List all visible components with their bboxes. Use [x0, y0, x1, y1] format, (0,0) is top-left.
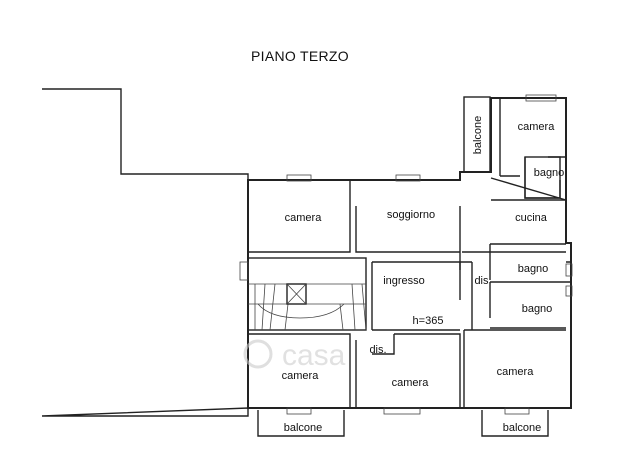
window-top-1: [286, 174, 312, 182]
window-bottom-3: [504, 407, 530, 415]
bagno-lower-label: bagno: [522, 303, 553, 315]
outer-outline: [41, 88, 249, 417]
window-bottom-1: [286, 407, 312, 415]
elevator-box: [286, 283, 307, 305]
balcone-bottom-left-label: balcone: [284, 422, 323, 434]
elevator-cross-icon: [286, 283, 307, 305]
bagni-right-walls: [489, 243, 571, 329]
window-bagno-mid: [565, 263, 573, 277]
staircase-steps: [248, 283, 367, 331]
camera-bottom-right-label: camera: [497, 366, 535, 378]
window-bottom-2: [383, 407, 421, 415]
bagno-top-label: bagno: [534, 167, 565, 179]
mid-row-walls: [248, 180, 566, 270]
dis-upper-label: dis.: [474, 275, 491, 287]
top-right-walls: [490, 98, 567, 201]
window-top-3: [525, 94, 557, 102]
ingresso-label: ingresso: [383, 275, 425, 287]
balcone-bottom-left-frame: [257, 410, 345, 437]
bagno-top-frame: [524, 156, 561, 199]
plan-title: PIANO TERZO: [251, 48, 349, 64]
window-stair: [239, 261, 249, 281]
bagno-mid-label: bagno: [518, 263, 549, 275]
height-note: h=365: [413, 315, 444, 327]
balcone-right-frame: [463, 96, 491, 173]
balcone-bottom-right-label: balcone: [503, 422, 542, 434]
camera-top-right-label: camera: [518, 121, 556, 133]
camera-mid-left-label: camera: [285, 212, 323, 224]
balcone-right-label: balcone: [472, 116, 484, 155]
window-bagno-lower: [565, 285, 573, 297]
watermark-logo-icon: [243, 339, 273, 369]
soggiorno-label: soggiorno: [387, 209, 435, 221]
staircase-frame: [247, 257, 367, 331]
camera-bottom-left-label: camera: [282, 370, 320, 382]
ingresso-walls: [371, 261, 473, 331]
camera-bottom-mid-label: camera: [392, 377, 430, 389]
cucina-label: cucina: [515, 212, 548, 224]
balcone-bottom-right-frame: [481, 410, 549, 437]
window-top-2: [395, 174, 421, 182]
dis-lower-label: dis.: [369, 344, 386, 356]
bottom-row-walls: [248, 329, 566, 408]
watermark: casa: [282, 339, 346, 372]
